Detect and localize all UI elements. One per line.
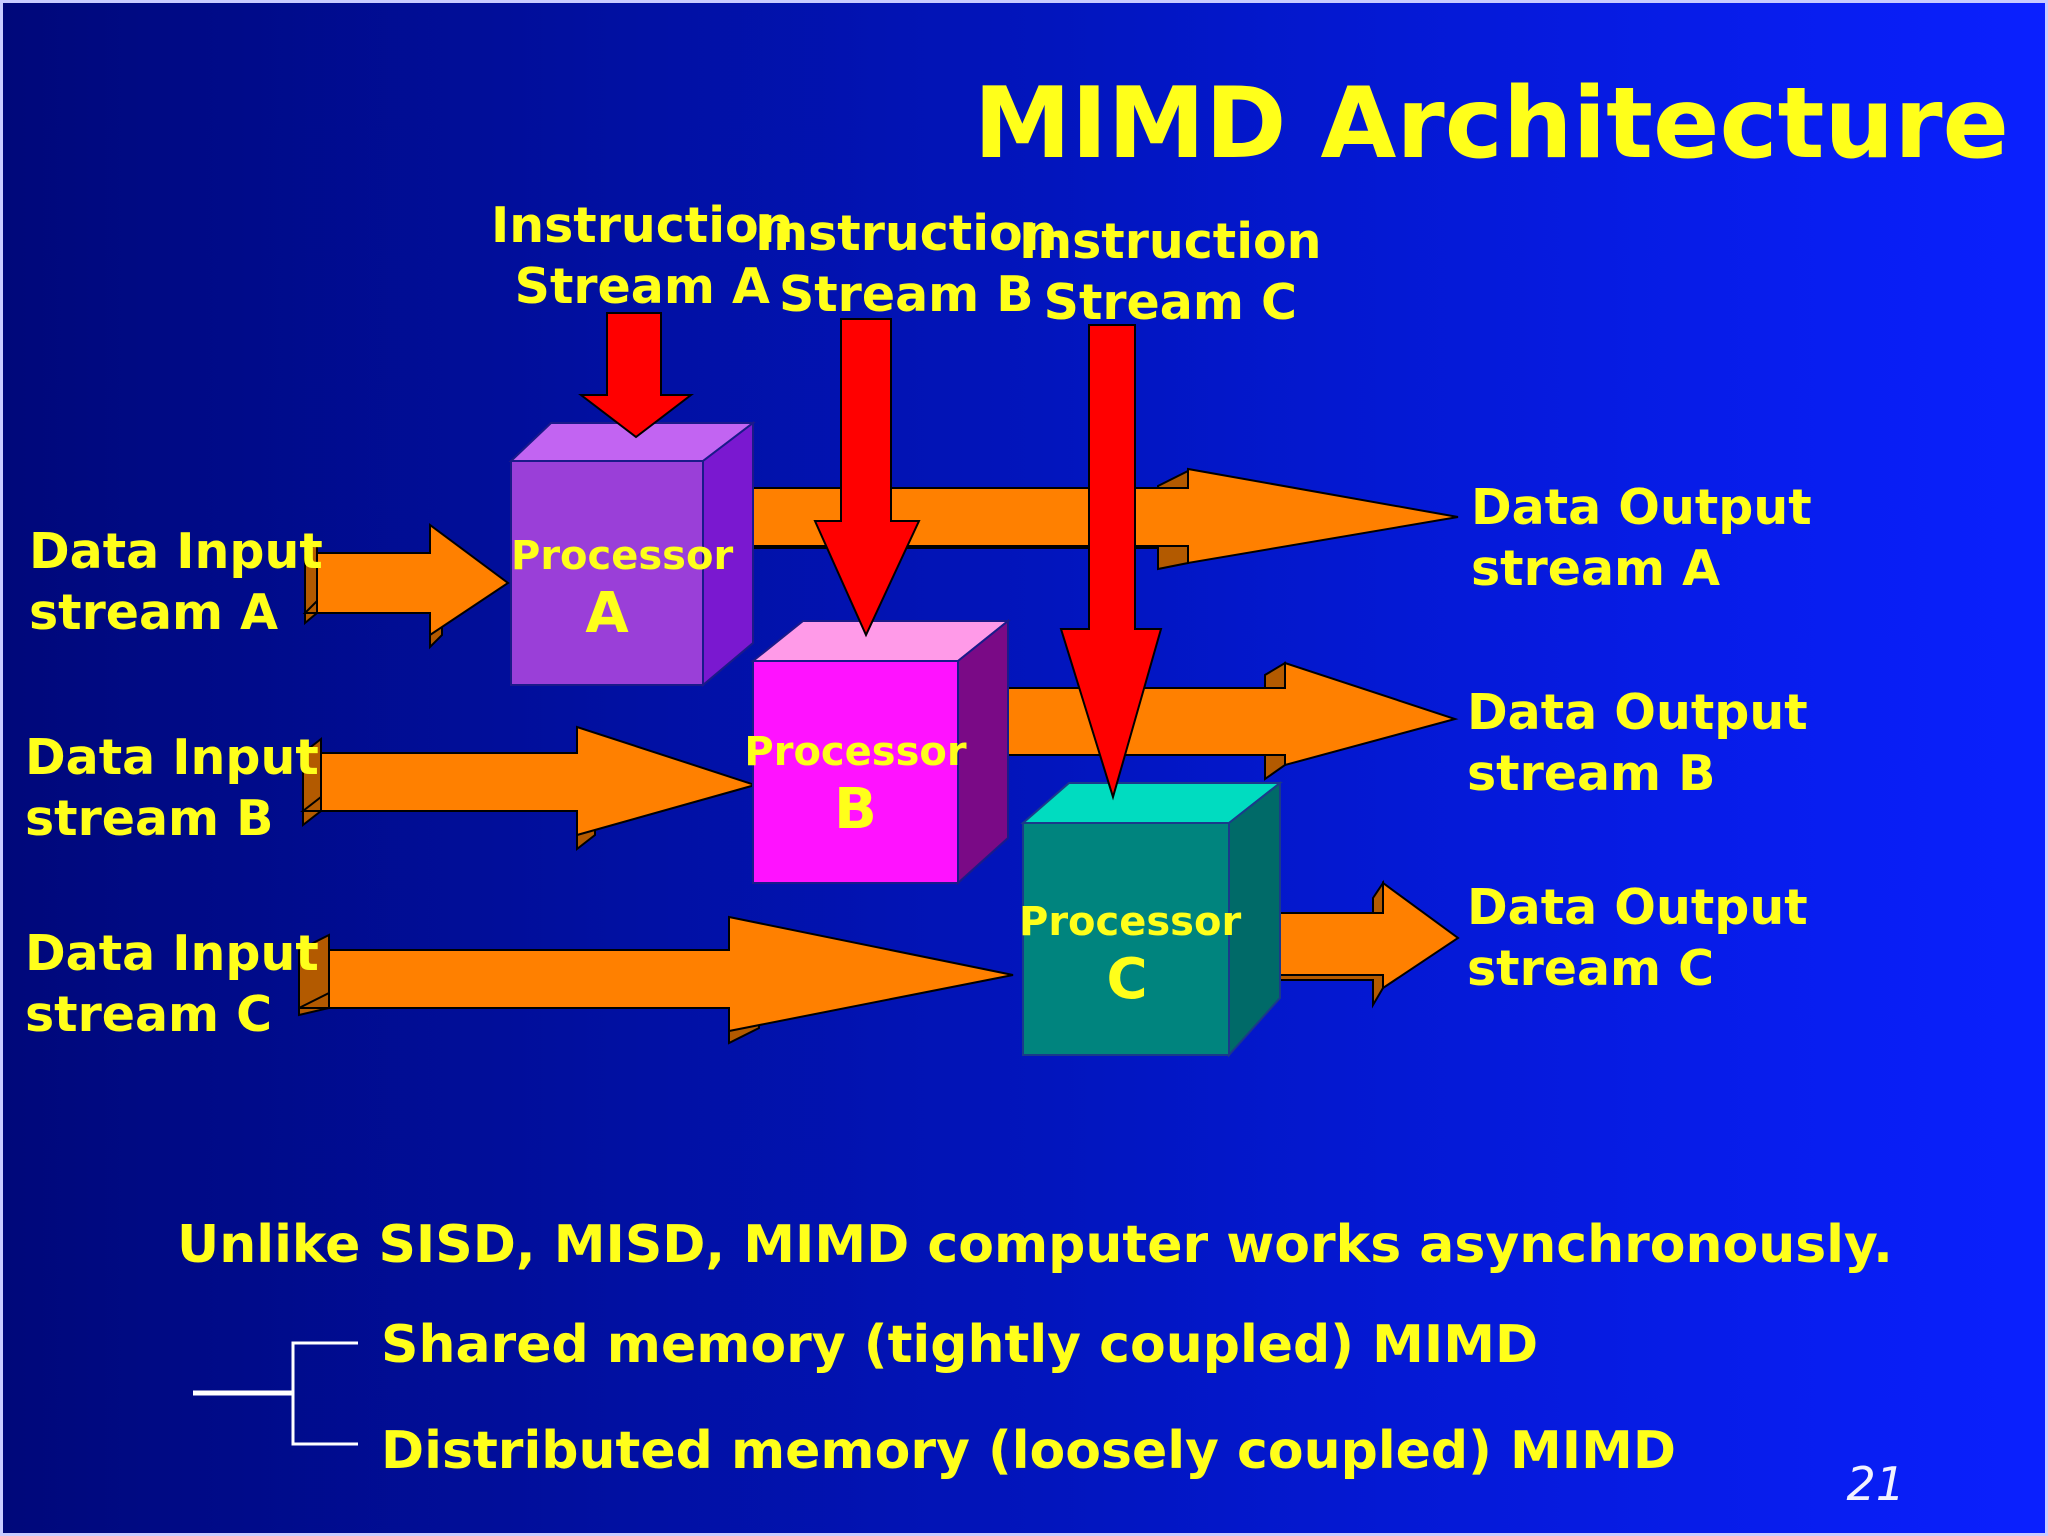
instruction-arrow-a <box>578 312 694 439</box>
data-output-a-line1: Data Output <box>1471 479 1812 536</box>
data-output-b-line1: Data Output <box>1467 684 1808 741</box>
data-output-a-label: Data Output stream A <box>1471 477 1812 599</box>
processor-a-label: Processor A <box>511 527 734 646</box>
instruction-stream-a-line1: Instruction <box>491 197 794 254</box>
instruction-stream-a-line2: Stream A <box>514 258 770 315</box>
data-input-b-line1: Data Input <box>25 729 319 786</box>
instruction-stream-b-line1: Instruction <box>755 205 1058 262</box>
data-input-c-line2: stream C <box>25 986 273 1043</box>
data-input-arrow-b <box>300 725 759 852</box>
data-input-c-label: Data Input stream C <box>25 923 319 1045</box>
data-input-a-line2: stream A <box>29 584 279 641</box>
data-output-b-line2: stream B <box>1467 745 1716 802</box>
processor-a-name: Processor <box>511 533 734 579</box>
shared-memory-mimd: Shared memory (tightly coupled) MIMD <box>381 1315 1539 1375</box>
processor-a-letter: A <box>585 581 629 646</box>
page-number: 21 <box>1846 1457 1905 1511</box>
processor-c-name: Processor <box>1019 899 1242 945</box>
data-output-arrow-b <box>1007 661 1459 781</box>
asynchronous-note: Unlike SISD, MISD, MIMD computer works a… <box>177 1215 1893 1275</box>
instruction-stream-c-label: Instruction Stream C <box>1019 211 1322 333</box>
processor-c-letter: C <box>1106 947 1148 1012</box>
data-input-arrow-c <box>298 915 1014 1045</box>
instruction-stream-c-line1: Instruction <box>1019 213 1322 270</box>
processor-c-cube <box>1020 780 1283 1058</box>
data-output-a-line2: stream A <box>1471 540 1721 597</box>
data-output-b-label: Data Output stream B <box>1467 682 1808 804</box>
processor-b-cube <box>750 618 1011 886</box>
data-input-c-line1: Data Input <box>25 925 319 982</box>
processor-b-name: Processor <box>744 729 967 775</box>
data-input-a-line1: Data Input <box>29 523 323 580</box>
data-output-c-line2: stream C <box>1467 940 1715 997</box>
memory-bracket <box>193 1341 358 1446</box>
instruction-arrow-b <box>813 318 921 638</box>
processor-b-label: Processor B <box>743 723 968 839</box>
distributed-memory-mimd: Distributed memory (loosely coupled) MIM… <box>381 1421 1677 1481</box>
instruction-stream-b-line2: Stream B <box>778 266 1034 323</box>
data-output-arrow-c <box>1277 879 1460 1009</box>
mimd-diagram <box>193 312 1460 1446</box>
data-input-b-line2: stream B <box>25 790 274 847</box>
instruction-stream-b-label: Instruction Stream B <box>755 203 1058 325</box>
data-output-c-label: Data Output stream C <box>1467 877 1808 999</box>
instruction-arrow-c <box>1059 324 1163 801</box>
data-input-a-label: Data Input stream A <box>29 521 323 643</box>
slide-title: MIMD Architecture <box>973 67 2009 181</box>
instruction-stream-c-line2: Stream C <box>1043 274 1297 331</box>
processor-a-cube <box>508 420 756 688</box>
data-input-arrow-a <box>302 523 510 650</box>
data-input-b-label: Data Input stream B <box>25 727 319 849</box>
data-output-c-line1: Data Output <box>1467 879 1808 936</box>
instruction-stream-a-label: Instruction Stream A <box>491 195 794 317</box>
processor-b-letter: B <box>834 777 877 842</box>
processor-c-label: Processor C <box>1019 893 1242 1012</box>
